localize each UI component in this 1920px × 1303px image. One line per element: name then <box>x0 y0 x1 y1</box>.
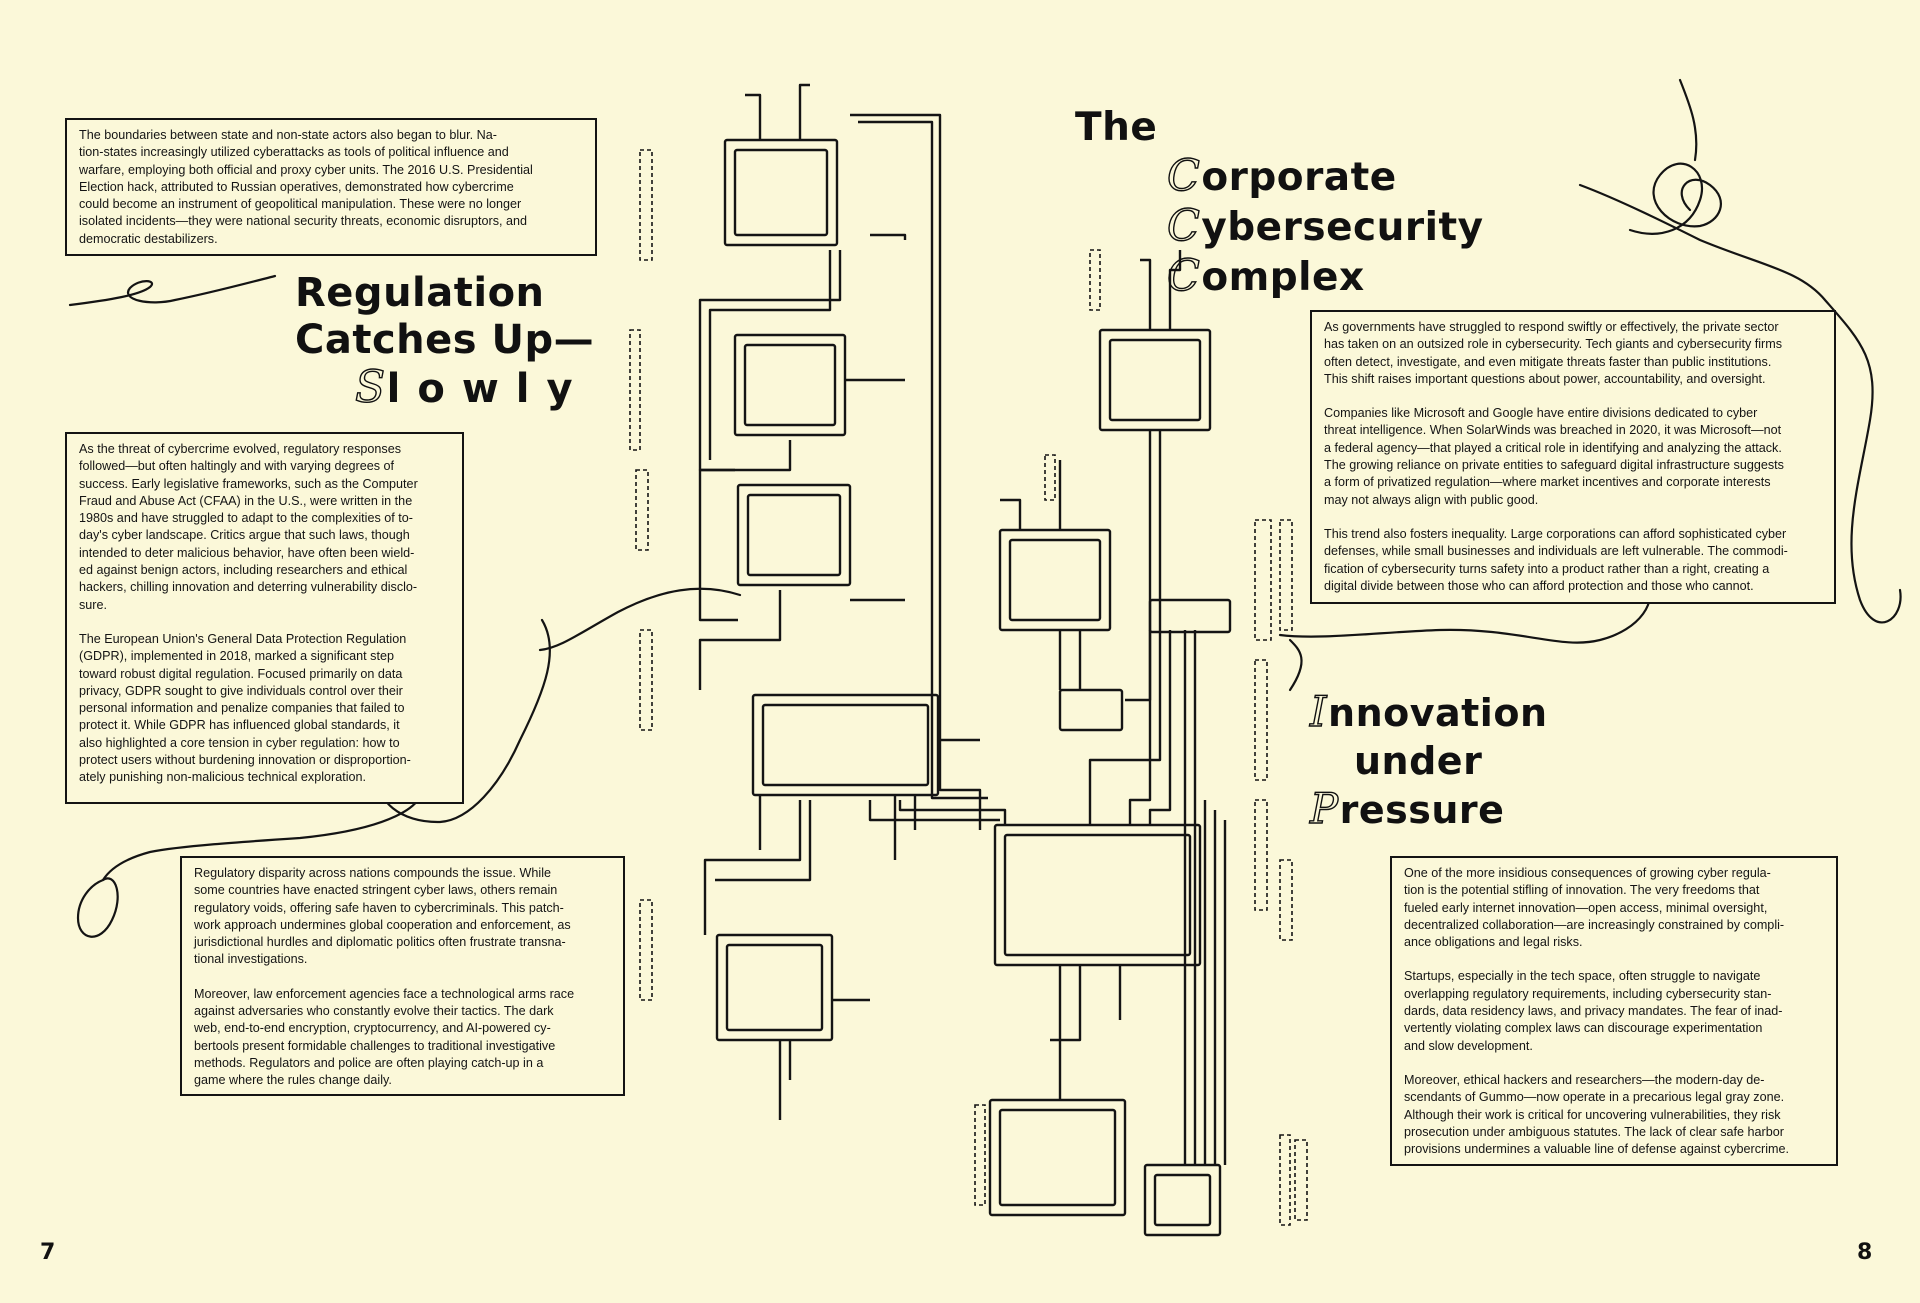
heading-line-rest: nnovation <box>1328 691 1548 735</box>
heading-corporate: The Corporate Cybersecurity Complex <box>1075 104 1484 302</box>
heading-regulation: Regulation Catches Up— Slowly <box>295 270 594 413</box>
heading-line: Corporate <box>1075 151 1484 202</box>
heading-line: Complex <box>1075 251 1484 302</box>
paragraph: Moreover, law enforcement agencies face … <box>194 986 575 1088</box>
heading-line: Innovation <box>1309 687 1548 737</box>
heading-line: under <box>1354 739 1483 783</box>
heading-line: The <box>1075 105 1158 150</box>
paragraph: As the threat of cybercrime evolved, reg… <box>79 442 418 612</box>
page-number-left: 7 <box>40 1240 56 1265</box>
heading-line-rest: omplex <box>1201 255 1365 300</box>
page-number-right: 8 <box>1857 1240 1873 1265</box>
paragraph: Startups, especially in the tech space, … <box>1404 969 1783 1053</box>
heading-line: Regulation <box>295 270 545 316</box>
text-box-corporate: As governments have struggled to respond… <box>1310 310 1836 604</box>
heading-line-rest: orporate <box>1201 155 1397 200</box>
heading-line: Slowly <box>295 362 594 413</box>
heading-initial: P <box>1309 784 1339 833</box>
paragraph: Companies like Microsoft and Google have… <box>1324 406 1784 507</box>
paragraph: This trend also fosters inequality. Larg… <box>1324 526 1788 593</box>
paragraph: The boundaries between state and non-sta… <box>79 128 533 246</box>
heading-line-rest: lowly <box>386 366 590 412</box>
heading-initial: C <box>1166 251 1201 301</box>
heading-line: Pressure <box>1309 784 1548 834</box>
paragraph: Moreover, ethical hackers and researcher… <box>1404 1072 1790 1157</box>
text-box-innovation: One of the more insidious consequences o… <box>1390 856 1838 1166</box>
heading-line-rest: ybersecurity <box>1201 205 1484 250</box>
heading-line-rest: ressure <box>1339 788 1505 832</box>
heading-innovation: Innovation under Pressure <box>1309 687 1548 834</box>
text-box-regulation: As the threat of cybercrime evolved, reg… <box>65 432 464 804</box>
paragraph: One of the more insidious consequences o… <box>1404 866 1785 950</box>
text-box-disparity: Regulatory disparity across nations comp… <box>180 856 625 1096</box>
paragraph: The European Union's General Data Protec… <box>79 631 411 785</box>
heading-initial: C <box>1166 201 1201 251</box>
heading-initial: C <box>1166 151 1201 201</box>
text-box-state-actors: The boundaries between state and non-sta… <box>65 118 597 256</box>
heading-initial: S <box>354 362 386 413</box>
paragraph: As governments have struggled to respond… <box>1324 320 1783 386</box>
heading-line: Cybersecurity <box>1075 201 1484 252</box>
heading-initial: I <box>1309 687 1328 736</box>
paragraph: Regulatory disparity across nations comp… <box>194 866 571 967</box>
heading-line: Catches Up— <box>295 317 595 363</box>
